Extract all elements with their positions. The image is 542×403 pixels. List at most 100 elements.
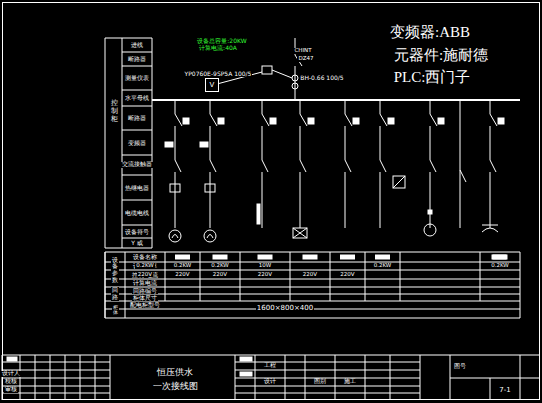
table-line [122,130,152,131]
title-block-line [2,386,110,387]
table-line [105,294,520,295]
title-block-line [2,355,540,356]
thermal-relay [170,184,180,192]
label: 一次接线图 [152,382,199,391]
name-placeholder [240,372,252,376]
breaker-handle [498,118,504,124]
motor-symbol [207,235,213,239]
wire [430,172,431,228]
name-placeholder [493,255,507,259]
title-block-line [450,378,540,379]
title-block-line [255,355,256,400]
label: 热继电器 [124,185,150,191]
motor-symbol [172,235,178,239]
breaker-handle [218,118,224,124]
breaker-handle [308,118,314,124]
label: 10W [258,263,272,269]
table-line [122,52,152,53]
contactor-symbol [345,160,351,172]
wire [490,126,491,160]
label: 220V [302,272,318,278]
current-transformer [292,75,298,81]
table-line [105,287,520,288]
label: PLC:西门子 [393,70,472,85]
feeder-circuits [152,38,520,242]
breaker-symbol [262,114,269,126]
title-block-line [235,386,420,387]
control-cabinet-table [2,38,540,400]
label: 220V [137,272,153,278]
cable-symbol [257,204,260,224]
label: 工程 [263,363,277,369]
label: 断路器 [127,115,147,121]
wire [345,126,346,160]
table-line [105,252,520,253]
title-block-line [420,355,421,400]
wire [380,100,381,114]
lamp-symbol [482,225,498,226]
contactor-symbol [210,160,216,172]
breaker-symbol [345,114,352,126]
label: 元器件:施耐德 [393,48,489,63]
breaker-symbol [490,114,497,126]
lamp-symbol [482,228,498,232]
wire [262,126,263,160]
label: 测量仪表 [124,75,150,81]
label: 控制柜 [110,100,119,123]
label: 220V [212,272,228,278]
breaker-handle [388,118,394,124]
title-block-line [305,355,306,400]
table-line [122,106,152,107]
table-line [122,248,152,249]
table-line [105,248,122,249]
wire [460,100,461,228]
table-line [122,155,152,156]
label: Y 或 [130,240,144,246]
title-block-line [2,362,110,363]
label: CHINT [293,48,312,54]
breaker-handle [353,118,359,124]
title-block-line [335,355,336,400]
wire [380,172,381,228]
breaker-symbol [380,114,387,126]
label: 校核 [4,379,18,385]
table-line [480,252,481,301]
table-line [125,252,126,318]
vfd-symbol [165,142,173,147]
label: 柜体尺寸 [132,295,158,301]
table-line [105,301,520,302]
wire [210,100,211,114]
label: 计算电流 [132,280,158,286]
name-placeholder [376,255,390,259]
motor-symbol [424,224,436,236]
name-placeholder [176,255,190,259]
title-block-line [2,393,110,394]
wire [262,172,263,228]
table-line [122,225,152,226]
label: 0.2KW [490,263,510,269]
title-block-line [235,355,236,400]
title-block-line [390,355,391,400]
breaker-handle [270,118,276,124]
wire [490,100,491,114]
breaker-symbol [300,114,307,126]
wire [300,172,301,228]
label: 审核 [4,387,18,393]
table-line [105,38,106,248]
meter-label: V [210,81,215,89]
table-line [365,252,366,301]
leader-line [272,70,292,78]
label: 设备总容量:20KW [196,38,247,44]
name-placeholder [258,255,272,259]
label: 设计人 [1,371,21,377]
table-line [330,252,331,301]
label: 水平母线 [124,95,150,101]
table-line [105,38,122,39]
table-line [122,38,152,39]
breaker-symbol [430,114,437,126]
title-block-line [235,393,420,394]
current-transformer [292,83,298,89]
label: 电缆电线 [124,210,150,216]
label: 7-1 [498,387,511,394]
